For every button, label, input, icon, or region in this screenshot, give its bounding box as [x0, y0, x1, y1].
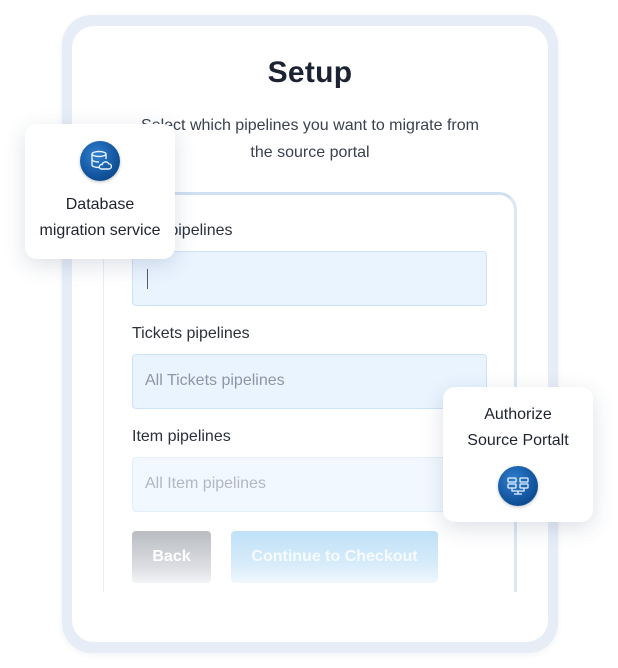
page-subtitle: Select which pipelines you want to migra…: [141, 117, 479, 161]
authorize-source-card: Authorize Source Portalt: [443, 387, 593, 522]
text-caret: [147, 269, 148, 289]
database-card-text: Database migration service: [25, 192, 175, 244]
database-cloud-icon: [80, 141, 120, 181]
item-pipelines-placeholder: All Item pipelines: [145, 475, 266, 492]
continue-to-checkout-button[interactable]: Continue to Checkout: [231, 531, 438, 583]
authorize-card-line2: Source Portalt: [467, 432, 569, 449]
tickets-pipelines-placeholder: All Tickets pipelines: [145, 372, 285, 389]
item-pipelines-input[interactable]: All Item pipelines: [132, 457, 487, 512]
authorize-card-line1: Authorize: [484, 406, 552, 423]
server-network-icon: [498, 466, 538, 506]
tickets-pipelines-input[interactable]: All Tickets pipelines: [132, 354, 487, 409]
database-card-line1: Database: [65, 196, 135, 213]
item-pipelines-label: Item pipelines: [132, 428, 231, 445]
deal-pipelines-input[interactable]: [132, 251, 487, 306]
authorize-card-text: Authorize Source Portalt: [443, 402, 593, 454]
page-title: Setup: [267, 56, 353, 89]
back-button[interactable]: Back: [132, 531, 211, 583]
tickets-pipelines-label: Tickets pipelines: [132, 325, 250, 342]
database-card-line2: migration service: [39, 222, 161, 239]
database-migration-card: Database migration service: [25, 124, 175, 259]
